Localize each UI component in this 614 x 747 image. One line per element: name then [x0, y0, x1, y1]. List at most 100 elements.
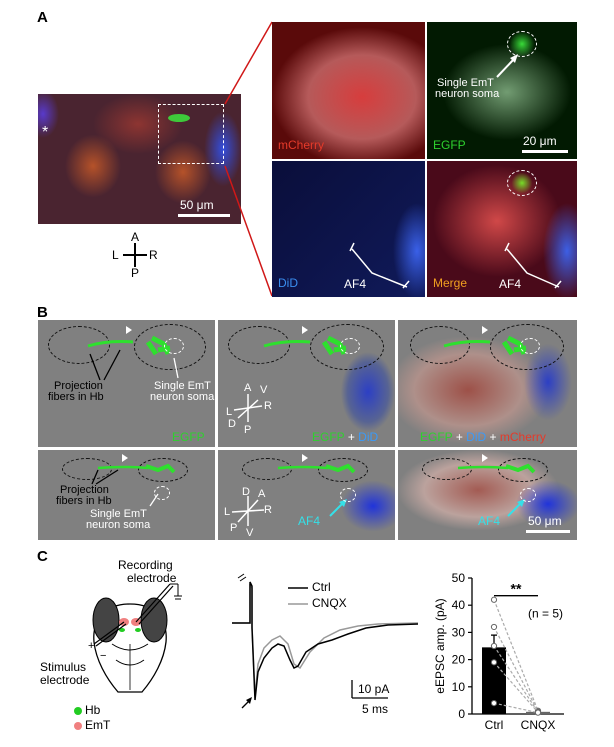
axis-right: R — [149, 248, 158, 262]
b2-axis-l: L — [226, 406, 233, 418]
trace-legend-cnqx: CNQX — [312, 596, 347, 610]
overview-scalebar-label: 50 μm — [180, 198, 214, 212]
paired-line — [493, 702, 539, 714]
b-row1-egfp-did: A V L R D P EGFP + DiD — [218, 320, 395, 447]
paired-line — [493, 645, 539, 713]
b1-soma-label-2: neuron soma — [150, 391, 215, 403]
legend-hb-dot — [74, 707, 82, 715]
axis-posterior: P — [131, 266, 140, 280]
b6-scalebar — [526, 530, 570, 533]
b4-hb-oval-left — [62, 458, 112, 480]
legend-emt-label: EmT — [85, 718, 111, 732]
y-tick-label: 0 — [458, 707, 465, 721]
egfp-soma-label-2: neuron soma — [435, 88, 500, 100]
egfp-panel: Single EmT neuron soma EGFP 20 μm — [427, 22, 577, 159]
merge-af4-bracket — [504, 242, 562, 289]
b6-soma-oval — [520, 488, 536, 502]
b5-axis-l: L — [224, 506, 231, 518]
data-point-ctrl — [490, 700, 498, 707]
merge-af4-label: AF4 — [499, 277, 522, 291]
b4-hb-oval-right — [138, 458, 188, 482]
b3-ch-egfp: EGFP — [420, 430, 453, 444]
significance-label: ** — [511, 581, 522, 597]
b3-ch-mcherry: mCherry — [499, 430, 546, 444]
b1-hb-oval-right — [134, 324, 206, 370]
mcherry-panel: mCherry — [272, 22, 425, 159]
data-point-ctrl — [490, 659, 498, 666]
b-row2-egfp-did: D A L R P V AF4 — [218, 450, 395, 540]
overview-image: * 50 μm — [38, 94, 241, 224]
legend-emt-dot — [74, 722, 82, 730]
b3-hb-oval-left — [410, 326, 470, 364]
did-af4-label: AF4 — [344, 277, 367, 291]
paired-line — [493, 626, 539, 712]
paired-line — [493, 661, 539, 713]
panel-letter-a: A — [37, 9, 48, 26]
trace-legend-ctrl: Ctrl — [312, 580, 331, 594]
b-row2-egfp: Projection fibers in Hb Single EmT neuro… — [38, 450, 215, 540]
y-tick-label: 50 — [452, 571, 466, 585]
b6-hb-oval-left — [422, 458, 472, 480]
axis-left: L — [112, 248, 119, 262]
stimulus-electrode-label-1: Stimulus — [40, 660, 87, 674]
trace-scale-x: 5 ms — [362, 702, 389, 716]
y-tick-label: 30 — [452, 625, 466, 639]
legend-hb-label: Hb — [85, 703, 101, 717]
b2-axis-p: P — [244, 424, 252, 436]
b5-axis-p: P — [230, 522, 238, 534]
egfp-soma-label-1: Single EmT — [437, 77, 494, 89]
b4-fibers-label-1: Projection — [60, 484, 109, 496]
b2-axis-v: V — [260, 384, 268, 396]
b3-neuron — [443, 326, 527, 356]
b1-soma-oval — [164, 338, 184, 354]
b4-soma-label-2: neuron soma — [86, 519, 151, 531]
data-point-ctrl — [490, 642, 498, 650]
b2-ch-plus: + — [347, 430, 355, 444]
y-axis-label: eEPSC amp. (pA) — [433, 598, 447, 693]
star-marker: * — [42, 124, 49, 141]
egfp-label: EGFP — [433, 138, 466, 152]
b4-soma-label-1: Single EmT — [90, 508, 147, 520]
b2-hb-oval-left — [228, 326, 290, 364]
b2-axis-r: R — [264, 400, 272, 412]
b6-hb-oval-right — [498, 458, 548, 482]
recording-electrode-label-1: Recording — [118, 558, 173, 572]
stimulus-electrode-label-2: electrode — [40, 673, 90, 687]
b5-hb-oval-right — [318, 458, 368, 482]
b2-soma-oval — [340, 338, 360, 354]
b5-neuron — [231, 454, 356, 526]
zoom-scalebar-label: 20 μm — [523, 134, 557, 148]
zoom-box — [158, 104, 224, 164]
data-point-ctrl — [490, 596, 498, 603]
b2-axis-a: A — [244, 382, 252, 394]
did-label: DiD — [278, 276, 298, 290]
stimulus-minus: − — [100, 650, 107, 662]
merge-label: Merge — [433, 276, 468, 290]
b5-af4-label: AF4 — [298, 514, 321, 528]
b6-af4-label: AF4 — [478, 514, 501, 528]
b3-hb-oval-right — [490, 324, 564, 370]
b4-neuron — [91, 454, 176, 507]
b-row1-merge: EGFP + DiD + mCherry — [398, 320, 577, 447]
b3-ch-plus-2: + — [489, 430, 497, 444]
data-point-ctrl — [490, 623, 498, 631]
zoom-scalebar — [522, 150, 568, 153]
b3-soma-oval — [520, 338, 540, 354]
b2-channel-label: EGFP + DiD — [312, 430, 378, 444]
b2-ch-egfp: EGFP — [312, 430, 345, 444]
x-tick-label: Ctrl — [485, 718, 504, 732]
recording-electrode-label-2: electrode — [127, 571, 177, 585]
b3-channel-label: EGFP + DiD + mCherry — [420, 430, 546, 444]
did-af4-bracket — [349, 242, 410, 289]
y-tick-label: 40 — [452, 598, 466, 612]
b3-ch-plus-1: + — [455, 430, 463, 444]
y-tick-label: 20 — [452, 653, 466, 667]
panel-letter-c: C — [37, 548, 48, 565]
egfp-soma-arrow — [496, 54, 518, 78]
b1-fibers-label-1: Projection — [54, 380, 103, 392]
panel-letter-b: B — [37, 304, 48, 321]
b2-axis-d: D — [228, 418, 236, 430]
b3-ch-did: DiD — [466, 430, 487, 444]
b5-hb-oval-left — [242, 458, 292, 480]
